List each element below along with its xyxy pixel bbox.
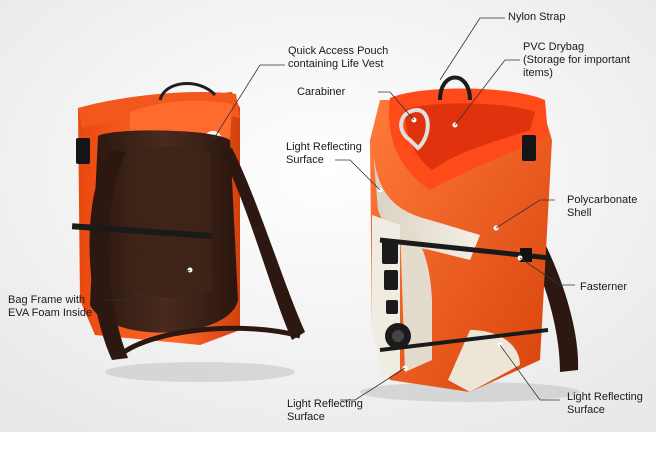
label-light-reflecting-bottom-right: Light Reflecting Surface bbox=[567, 391, 643, 416]
backpack-rear-view bbox=[71, 82, 305, 382]
label-light-reflecting-upper: Light Reflecting Surface bbox=[286, 141, 362, 166]
label-polycarbonate-shell: Polycarbonate Shell bbox=[567, 194, 638, 219]
label-light-reflecting-bottom-left: Light Reflecting Surface bbox=[287, 398, 363, 423]
label-bag-frame: Bag Frame with EVA Foam Inside bbox=[8, 294, 93, 319]
label-quick-access-pouch: Quick Access Pouch containing Life Vest bbox=[288, 45, 389, 70]
backpack-side-view bbox=[360, 75, 580, 402]
carabiner-icon bbox=[399, 107, 430, 151]
fastener-buckle bbox=[520, 248, 532, 262]
label-pvc-drybag: PVC Drybag (Storage for important items) bbox=[523, 41, 630, 79]
label-fasterner: Fasterner bbox=[580, 281, 628, 293]
leader-lines bbox=[105, 17, 575, 401]
label-carabiner: Carabiner bbox=[297, 86, 346, 98]
nylon-strap bbox=[438, 75, 472, 101]
label-nylon-strap: Nylon Strap bbox=[508, 11, 566, 23]
